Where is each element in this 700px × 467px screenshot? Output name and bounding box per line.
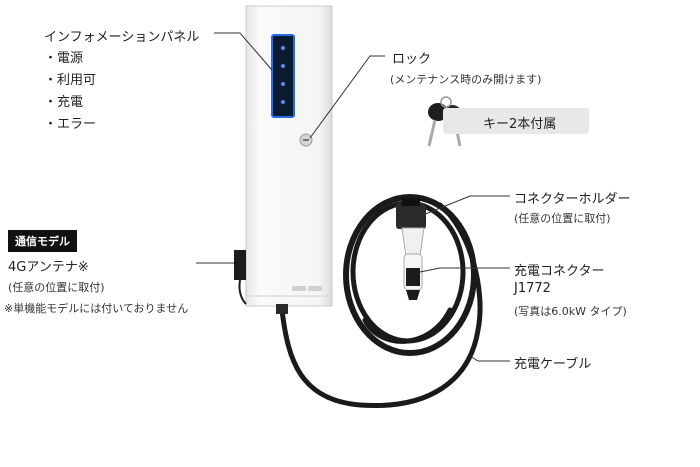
info-item-power: ・電源 — [44, 51, 84, 66]
charging-connector — [401, 227, 425, 300]
info-item-available: ・利用可 — [44, 73, 97, 88]
info-item-error: ・エラー — [44, 117, 97, 132]
holder-title: コネクターホルダー — [514, 192, 631, 207]
model-badge: 通信モデル — [8, 230, 77, 252]
holder-note: (任意の位置に取付) — [514, 212, 611, 225]
lock-note: (メンテナンス時のみ開けます) — [390, 73, 542, 86]
antenna-note: (任意の位置に取付) — [8, 281, 105, 294]
connector-note: (写真は6.0kW タイプ) — [514, 305, 627, 318]
antenna-module — [234, 250, 246, 280]
info-item-charging: ・充電 — [44, 95, 84, 110]
cable-title: 充電ケーブル — [514, 357, 592, 372]
lock-cylinder — [299, 133, 313, 147]
connector-title: 充電コネクター — [514, 264, 605, 279]
info-panel-title: インフォメーションパネル — [44, 30, 200, 45]
antenna-footnote: ※単機能モデルには付いておりません — [4, 302, 189, 315]
keys-tag: キー2本付属 — [443, 108, 589, 134]
lock-title: ロック — [392, 52, 432, 67]
keys-label: キー2本付属 — [483, 117, 557, 132]
antenna-title: 4Gアンテナ※ — [8, 260, 89, 275]
connector-holder — [396, 198, 426, 229]
information-panel — [271, 34, 295, 118]
connector-standard: J1772 — [514, 281, 551, 296]
